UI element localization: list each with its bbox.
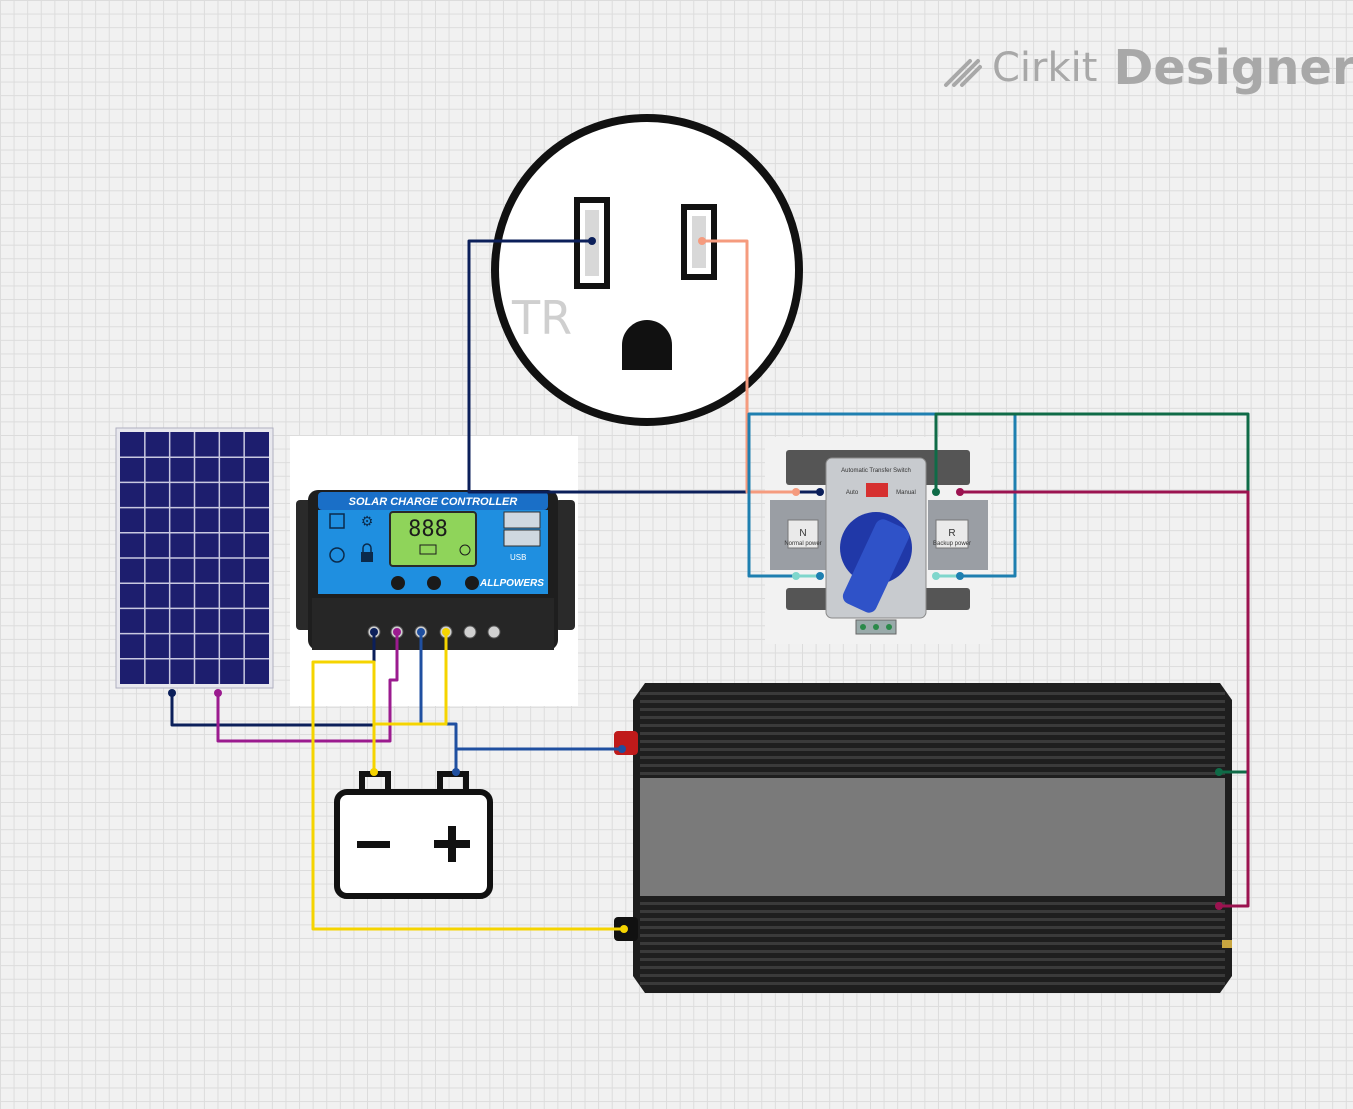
controller-button-down[interactable] bbox=[465, 576, 479, 590]
controller-brand: ALLPOWERS bbox=[479, 578, 544, 589]
power-inverter[interactable] bbox=[614, 683, 1232, 993]
brand-product: Designer bbox=[1113, 40, 1353, 96]
controller-button-up[interactable] bbox=[427, 576, 441, 590]
solar-charge-controller[interactable]: SOLAR CHARGE CONTROLLER ⚙ 888 USB ALLPOW… bbox=[290, 436, 578, 706]
ats-r-sublabel: Backup power bbox=[933, 541, 971, 547]
clock-icon bbox=[329, 547, 345, 563]
automatic-transfer-switch[interactable]: Automatic Transfer Switch Auto Manual N … bbox=[765, 437, 991, 644]
usb-port-2 bbox=[503, 529, 541, 547]
wire-battery-inverter-yellow[interactable] bbox=[311, 660, 624, 931]
display-icon bbox=[329, 513, 345, 529]
lcd-screen bbox=[389, 511, 477, 567]
battery-icon bbox=[419, 544, 437, 555]
wire-outlet-salmon[interactable] bbox=[702, 239, 796, 494]
wire-ats-crimson[interactable] bbox=[960, 490, 1250, 908]
wire-battery-inverter-blue[interactable] bbox=[454, 747, 622, 772]
cirkit-designer-logo: Cirkit Designer bbox=[940, 38, 1353, 98]
brand-name: Cirkit bbox=[992, 45, 1098, 91]
usb-label: USB bbox=[510, 553, 526, 562]
ac-outlet[interactable]: TR bbox=[491, 114, 803, 426]
battery[interactable] bbox=[334, 771, 493, 899]
pin-markers bbox=[168, 237, 1223, 933]
lcd-readout: 888 bbox=[408, 517, 448, 542]
ats-r-label: R bbox=[948, 528, 955, 539]
ats-title: Automatic Transfer Switch bbox=[841, 468, 911, 474]
usb-port-1 bbox=[503, 511, 541, 529]
outlet-tr-label: TR bbox=[511, 291, 572, 345]
wire-ats-teal[interactable] bbox=[747, 412, 1017, 578]
ats-mode-auto: Auto bbox=[846, 490, 859, 496]
wire-ats-green[interactable] bbox=[934, 412, 1250, 774]
inverter-fins-bottom bbox=[640, 902, 1225, 985]
inverter-ground-lug bbox=[1222, 940, 1232, 948]
outlet-ground-hole bbox=[622, 320, 672, 370]
ats-mode-indicator bbox=[866, 483, 888, 497]
ats-n-label: N bbox=[799, 528, 806, 539]
battery-minus-sign bbox=[357, 841, 390, 848]
controller-title: SOLAR CHARGE CONTROLLER bbox=[349, 496, 518, 508]
controller-button-menu[interactable] bbox=[391, 576, 405, 590]
ats-n-sublabel: Normal power bbox=[784, 541, 821, 547]
inverter-fins-top bbox=[640, 692, 1225, 775]
solar-panel-cells bbox=[120, 432, 269, 684]
wire-solar-magenta[interactable] bbox=[216, 632, 399, 743]
solar-panel[interactable] bbox=[115, 427, 274, 689]
ats-mode-manual: Manual bbox=[896, 490, 916, 496]
gear-icon: ⚙ bbox=[361, 514, 374, 530]
inverter-label-panel bbox=[640, 778, 1225, 896]
ats-handle[interactable] bbox=[840, 517, 912, 616]
lock-icon bbox=[361, 552, 373, 562]
inverter-positive-terminal[interactable] bbox=[614, 731, 638, 755]
bulb-icon bbox=[459, 544, 471, 556]
pencil-logo-icon bbox=[944, 59, 982, 87]
wire-outlet-navy[interactable] bbox=[467, 239, 820, 494]
